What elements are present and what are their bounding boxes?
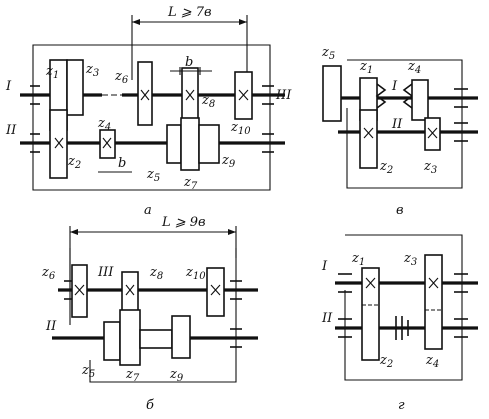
svg-text:z1: z1 (351, 251, 365, 268)
svg-text:z5: z5 (321, 45, 335, 62)
gear-label-a-10: 10 (238, 126, 251, 137)
hub-b (139, 329, 173, 349)
gear-label-a-2: 2 (74, 160, 81, 171)
gear-z1-z2-g (361, 267, 380, 361)
svg-text:z7: z7 (125, 367, 140, 384)
gear-label-b-6: 6 (49, 271, 56, 282)
gear-z7-b (119, 309, 141, 366)
caption-g: г (398, 398, 405, 413)
shaft-label-III-a: III (275, 88, 292, 103)
diagram-a: L ⩾ 7в (5, 5, 292, 218)
gear-label-a-1: 1 (53, 70, 59, 81)
gear-z5-v (322, 65, 342, 122)
gear-z7-a (180, 117, 200, 171)
gear-z3-v (424, 117, 441, 151)
dimension-label-a: L ⩾ 7в (167, 5, 212, 20)
svg-text:z5: z5 (146, 167, 160, 184)
shaft-label-I-g: I (321, 259, 328, 274)
gear-z9-b (171, 315, 191, 359)
gear-label-v-2: 2 (386, 165, 393, 176)
bearings-v (454, 88, 468, 142)
caption-v: в (396, 203, 404, 218)
shaft-label-III-b: III (97, 265, 114, 280)
svg-text:z9: z9 (221, 153, 236, 170)
gear-z2-v (359, 109, 378, 169)
gear-z3-z4-g (424, 254, 443, 350)
svg-text:z3: z3 (423, 159, 437, 176)
svg-text:z2: z2 (379, 353, 393, 370)
gear-label-v-1: 1 (367, 65, 373, 76)
gear-label-v-5: 5 (329, 51, 335, 62)
gear-label-b-5: 5 (89, 369, 95, 380)
gear-label-g-2: 2 (386, 359, 393, 370)
diagram-g: I II z1 z3 z2 z4 г (321, 234, 478, 413)
svg-text:z3: z3 (403, 251, 417, 268)
gear-z3-a (66, 59, 84, 116)
housing-frame-g (344, 234, 463, 381)
gear-label-a-4: 4 (104, 122, 111, 133)
gear-label-b-8: 8 (157, 271, 163, 282)
gear-z6-a (137, 61, 153, 126)
shaft-label-II-b: II (45, 319, 57, 334)
diagram-b: L ⩾ 9в III II z6 z8 z10 z5 z7 z9 б (41, 215, 258, 413)
bearings-g (338, 273, 468, 338)
gear-label-b-10: 10 (193, 271, 206, 282)
svg-text:z1: z1 (359, 59, 373, 76)
shaft-label-I-a: I (5, 79, 12, 94)
svg-text:z4: z4 (407, 59, 421, 76)
shaft-label-II-a: II (5, 123, 17, 138)
gear-label-a-6: 6 (122, 75, 129, 86)
dimension-label-b: L ⩾ 9в (161, 215, 206, 230)
gear-label-g-3: 3 (411, 257, 417, 268)
gear-z6-b (71, 264, 88, 318)
clutch-left-v (375, 83, 387, 109)
gear-label-a-7: 7 (191, 181, 198, 192)
svg-text:z4: z4 (97, 116, 111, 133)
caption-a: а (144, 203, 152, 218)
gear-label-b-7: 7 (133, 373, 140, 384)
gear-z10-b (206, 267, 225, 317)
gear-z4-v (411, 79, 429, 121)
svg-text:z10: z10 (230, 120, 251, 137)
svg-text:z6: z6 (114, 69, 129, 86)
shaft-label-II-v: II (391, 117, 403, 132)
svg-text:z9: z9 (169, 367, 184, 384)
shaft-label-I-v: I (391, 79, 398, 94)
svg-text:z2: z2 (67, 154, 81, 171)
clutch-right-v (402, 83, 414, 109)
svg-text:z4: z4 (425, 353, 439, 370)
svg-text:z2: z2 (379, 159, 393, 176)
svg-text:z6: z6 (41, 265, 56, 282)
gear-label-g-4: 4 (432, 359, 439, 370)
gear-label-a-8: 8 (209, 99, 215, 110)
width-mark-b-bottom: b (118, 156, 126, 171)
housing-frame-v (346, 59, 463, 189)
caption-b: б (146, 398, 154, 413)
gear-z5-a (166, 124, 182, 164)
diagram-v: I II z5 z1 z4 z2 z3 в (321, 45, 478, 218)
coupling-g (395, 316, 409, 340)
gear-z5-b (103, 321, 121, 361)
gear-label-b-9: 9 (177, 373, 184, 384)
gear-z9-a (198, 124, 220, 164)
svg-text:z7: z7 (183, 175, 198, 192)
svg-text:z8: z8 (149, 265, 163, 282)
gear-label-a-3: 3 (93, 68, 99, 79)
gear-label-g-1: 1 (359, 257, 365, 268)
svg-text:z3: z3 (85, 62, 99, 79)
shaft-label-II-g: II (321, 311, 333, 326)
gear-label-a-5: 5 (154, 173, 160, 184)
svg-text:z10: z10 (185, 265, 206, 282)
svg-text:z5: z5 (81, 363, 95, 380)
width-mark-b-top: b (185, 55, 193, 70)
bearings-a (30, 85, 274, 153)
gear-label-v-3: 3 (431, 165, 437, 176)
gear-label-v-4: 4 (414, 65, 421, 76)
gear-label-a-9: 9 (229, 159, 236, 170)
